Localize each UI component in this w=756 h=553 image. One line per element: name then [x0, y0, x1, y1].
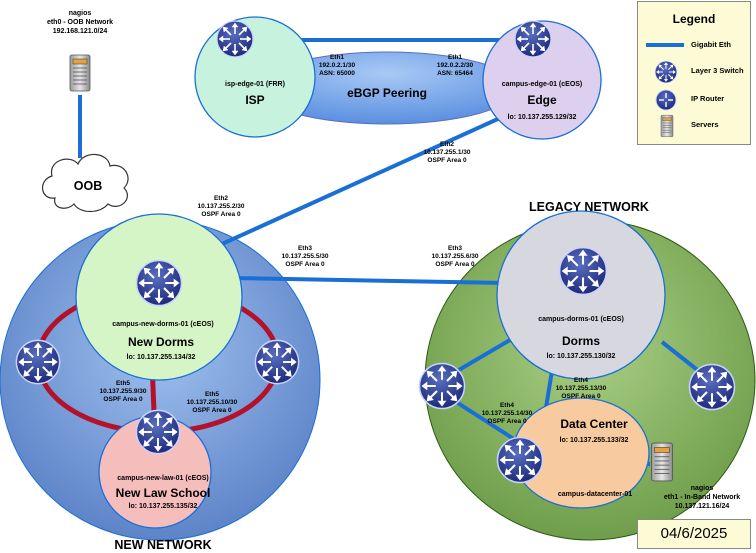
date-label: 04/6/2025 [660, 525, 728, 542]
isp-switch-icon[interactable] [216, 20, 254, 58]
oob-server-name: nagios [69, 10, 92, 17]
newdorms-eth5-iface: Eth5 [116, 380, 130, 387]
legend-label-link: Gigabit Eth [691, 40, 731, 49]
newdorms-dorms-link [231, 276, 507, 285]
link-line-icon [646, 43, 684, 47]
ebgp-peering-label: eBGP Peering [347, 86, 427, 100]
dorms-eth3-area: OSPF Area 0 [435, 261, 475, 268]
newdorms-eth5-ip: 10.137.255.9/30 [100, 388, 147, 395]
legend: Legend Gigabit Eth Layer 3 Switch IP Rou… [637, 1, 751, 145]
newdorms-eth3-area: OSPF Area 0 [285, 261, 325, 268]
inband-server-name: nagios [691, 485, 714, 492]
new-dorms-name: New Dorms [128, 335, 194, 349]
legend-title: Legend [672, 12, 716, 26]
legend-row-link: Gigabit Eth [638, 36, 750, 56]
new-dorms-switch-icon[interactable] [135, 259, 183, 307]
edge-eth2-area: OSPF Area 0 [427, 157, 467, 164]
dorms-name: Dorms [562, 334, 600, 348]
oob-server-ip: 192.168.121.0/24 [53, 28, 108, 35]
dc-leftsw-link [448, 396, 522, 445]
dc-lo: lo: 10.137.255.133/32 [560, 437, 629, 444]
edge-switch-icon[interactable] [514, 20, 552, 58]
legend-label-l3switch: Layer 3 Switch [691, 66, 744, 75]
date-box: 04/6/2025 [637, 519, 751, 549]
isp-name: ISP [245, 93, 264, 107]
legacy-network-label: LEGACY NETWORK [529, 200, 649, 214]
inband-server-iface: eth1 - In-Band Network [664, 494, 740, 501]
dorms-eth4-iface: Eth4 [574, 377, 588, 384]
law-device: campus-new-law-01 (cEOS) [117, 475, 208, 482]
newdorms-eth2-area: OSPF Area 0 [201, 211, 241, 218]
new-right-switch-icon[interactable] [254, 339, 300, 385]
legend-row-router: IP Router [638, 89, 750, 111]
legacy-right-switch-icon[interactable] [688, 363, 736, 411]
new-network-label: NEW NETWORK [114, 538, 211, 552]
newdorms-eth5-area: OSPF Area 0 [103, 396, 143, 403]
edge-eth1-asn: ASN: 65464 [437, 70, 473, 77]
dorms-lo: lo: 10.137.255.130/32 [547, 353, 616, 360]
dc-eth4-ip: 10.137.255.14/30 [482, 410, 533, 417]
dc-eth4-area: OSPF Area 0 [487, 418, 527, 425]
inband-nagios-server-icon[interactable] [651, 442, 673, 482]
newdorms-eth2-ip: 10.137.255.2/30 [198, 203, 245, 210]
isp-eth1-ip: 192.0.2.1/30 [319, 62, 356, 69]
l3-switch-icon [654, 60, 678, 84]
dc-device: campus-datacenter-01 [558, 491, 632, 498]
oob-nagios-server-icon[interactable] [69, 54, 91, 92]
oob-cloud-icon [42, 153, 129, 213]
edge-node [482, 20, 602, 140]
dorms-eth3-ip: 10.137.255.6/30 [432, 253, 479, 260]
edge-device: campus-edge-01 (cEOS) [502, 81, 583, 88]
law-switch-icon[interactable] [135, 409, 181, 455]
newdorms-eth3-ip: 10.137.255.5/30 [282, 253, 329, 260]
new-dorms-lo: lo: 10.137.255.134/32 [127, 354, 196, 361]
dc-switch-icon[interactable] [496, 436, 544, 484]
dorms-eth4-ip: 10.137.255.13/30 [556, 385, 607, 392]
newdorms-eth3-iface: Eth3 [298, 245, 312, 252]
law-eth5-area: OSPF Area 0 [192, 407, 232, 414]
law-lo: lo: 10.137.255.135/32 [129, 503, 198, 510]
isp-eth1-asn: ASN: 65000 [319, 70, 355, 77]
dorms-switch-icon[interactable] [558, 246, 608, 296]
legend-row-servers: Servers [638, 114, 750, 138]
edge-eth1-iface: Eth1 [448, 54, 462, 61]
dorms-device: campus-dorms-01 (cEOS) [538, 316, 624, 323]
server-icon [660, 114, 674, 138]
law-eth5-iface: Eth5 [205, 391, 219, 398]
dorms-eth4-area: OSPF Area 0 [561, 393, 601, 400]
dc-name: Data Center [560, 417, 628, 431]
router-icon [655, 89, 677, 111]
dorms-eth3-iface: Eth3 [448, 245, 462, 252]
newdorms-eth2-iface: Eth2 [214, 195, 228, 202]
isp-node [194, 16, 316, 138]
dc-eth4-iface: Eth4 [500, 402, 514, 409]
edge-newdorms-link [221, 116, 501, 246]
legend-label-router: IP Router [691, 94, 725, 103]
dorms-leftsw-link [450, 338, 512, 376]
isp-eth1-iface: Eth1 [330, 54, 344, 61]
edge-name: Edge [527, 93, 557, 107]
edge-eth2-iface: Eth2 [440, 141, 454, 148]
legend-row-l3switch: Layer 3 Switch [638, 60, 750, 84]
oob-cloud-label: OOB [74, 179, 102, 193]
edge-lo: lo: 10.137.255.129/32 [508, 114, 577, 121]
oob-server-iface: eth0 - OOB Network [47, 19, 113, 26]
law-name: New Law School [116, 486, 211, 500]
law-eth5-ip: 10.137.255.10/30 [187, 399, 238, 406]
legend-label-servers: Servers [691, 120, 719, 129]
legacy-left-switch-icon[interactable] [418, 362, 466, 410]
edge-eth1-ip: 192.0.2.2/30 [437, 62, 474, 69]
inband-server-ip: 10.137.121.16/24 [675, 503, 730, 510]
new-dorms-device: campus-new-dorms-01 (cEOS) [112, 321, 214, 328]
dorms-rightsw-link [660, 340, 702, 374]
new-left-switch-icon[interactable] [15, 339, 61, 385]
edge-eth2-ip: 10.137.255.1/30 [424, 149, 471, 156]
isp-device: isp-edge-01 (FRR) [225, 81, 285, 88]
